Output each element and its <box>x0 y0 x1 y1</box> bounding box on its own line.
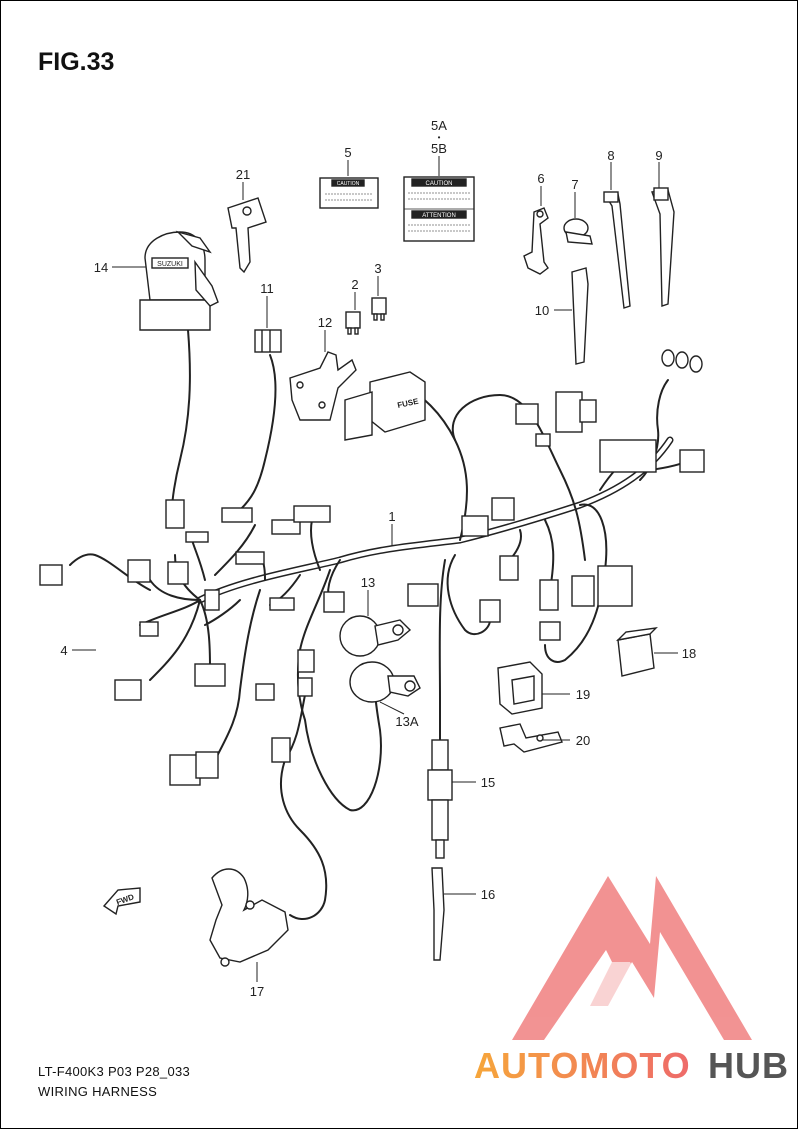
connector-11 <box>254 329 282 353</box>
callout-14: 14 <box>94 260 108 275</box>
callout-5a: 5A <box>431 118 447 133</box>
callout-7: 7 <box>571 177 578 192</box>
callout-5: 5 <box>344 145 351 160</box>
key-brand-label: SUZUKI <box>157 261 183 268</box>
switch-17 <box>209 868 289 967</box>
callout-3: 3 <box>374 261 381 276</box>
callout-5b: 5B <box>431 141 447 156</box>
watermark-automoto: AUTOMOTO <box>474 1045 691 1086</box>
leader-lines <box>72 156 678 982</box>
bracket-12 <box>289 351 357 421</box>
callout-15: 15 <box>481 775 495 790</box>
callout-6: 6 <box>537 171 544 186</box>
caution-label-5: CAUTION <box>319 177 379 209</box>
callout-10: 10 <box>535 303 549 318</box>
bracket-20 <box>499 723 563 753</box>
figure-name: WIRING HARNESS <box>38 1084 158 1099</box>
svg-text:FUSE: FUSE <box>397 397 420 410</box>
callout-11: 11 <box>260 281 274 296</box>
svg-text:ATTENTION: ATTENTION <box>422 213 456 219</box>
callout-9: 9 <box>655 148 662 163</box>
callout-18: 18 <box>682 646 696 661</box>
callout-16: 16 <box>481 887 495 902</box>
fuse-2 <box>345 311 361 335</box>
callout-5-separator: • <box>438 133 441 142</box>
band-8 <box>603 191 631 309</box>
caution-attention-label-5a-5b: CAUTION ATTENTION <box>403 176 475 242</box>
callout-labels: 1 2 3 4 5 5A • 5B 6 7 8 9 10 11 12 13 13… <box>60 118 696 999</box>
clamp-7 <box>563 218 593 245</box>
ignition-key <box>227 197 267 274</box>
band-10 <box>571 267 589 365</box>
figure-title: FIG.33 <box>38 48 115 76</box>
watermark-text: AUTOMOTO HUB <box>474 1045 789 1086</box>
figure-code: LT-F400K3 P03 P28_033 <box>38 1064 191 1079</box>
callout-13a: 13A <box>395 714 418 729</box>
main-harness <box>69 329 691 920</box>
sensor-15 <box>427 739 453 859</box>
fwd-direction-arrow: FWD <box>102 887 141 916</box>
callout-17: 17 <box>250 984 264 999</box>
watermark-hub: HUB <box>708 1045 789 1086</box>
harness-connectors <box>39 349 705 786</box>
callout-2: 2 <box>351 277 358 292</box>
svg-text:CAUTION: CAUTION <box>426 181 453 187</box>
callout-13: 13 <box>361 575 375 590</box>
cover-19 <box>497 661 543 715</box>
ignition-switch: SUZUKI <box>139 230 219 331</box>
sensor-13 <box>339 615 412 657</box>
callout-8: 8 <box>607 148 614 163</box>
band-9 <box>651 187 675 307</box>
callout-12: 12 <box>318 315 332 330</box>
fuse-3 <box>371 297 387 321</box>
clamp-6 <box>523 207 549 275</box>
relay-18 <box>615 627 658 677</box>
callout-20: 20 <box>576 733 590 748</box>
callout-4: 4 <box>60 643 67 658</box>
svg-text:CAUTION: CAUTION <box>337 181 360 187</box>
sensor-rod-16 <box>431 867 445 961</box>
watermark-logo <box>512 876 752 1040</box>
callout-1: 1 <box>388 509 395 524</box>
sensor-13a <box>349 661 421 703</box>
callout-19: 19 <box>576 687 590 702</box>
callout-21: 21 <box>236 167 250 182</box>
fuse-box: FUSE <box>344 371 426 441</box>
